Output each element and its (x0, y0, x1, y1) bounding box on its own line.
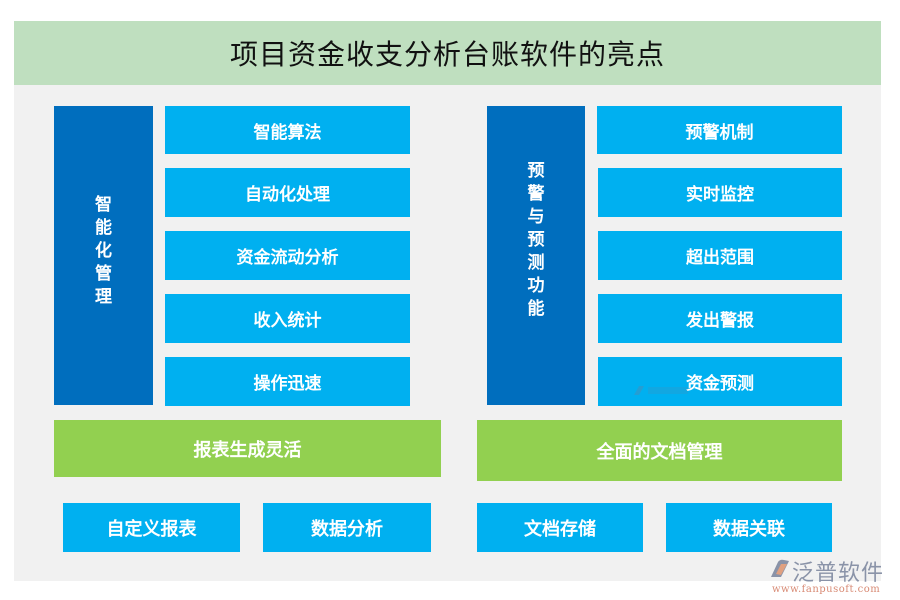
feature-label: 自动化处理 (245, 185, 330, 205)
category-char: 功 (527, 276, 545, 296)
highlight-flexible-reports: 报表生成灵活 (54, 420, 441, 477)
brand-url: www.fanpusoft.com (772, 584, 881, 595)
category-intelligent-management: 智 能 化 管 理 (54, 106, 153, 405)
category-char: 警 (527, 184, 545, 204)
sub-item: 自定义报表 (63, 503, 240, 552)
brand-name: 泛普软件 (792, 561, 885, 586)
category-char: 能 (95, 218, 112, 238)
feature-item: 智能算法 (165, 106, 410, 154)
feature-label: 资金预测 (686, 374, 754, 394)
feature-label: 操作迅速 (253, 374, 322, 394)
feature-label: 资金流动分析 (236, 248, 339, 268)
feature-item: 超出范围 (598, 231, 842, 280)
sub-item-label: 数据分析 (311, 518, 383, 540)
feature-item: 预警机制 (597, 106, 842, 154)
category-char: 化 (95, 241, 112, 261)
sub-item: 数据关联 (666, 503, 832, 552)
category-warning-forecast: 预 警 与 预 测 功 能 (487, 106, 585, 405)
category-char: 智 (95, 195, 112, 215)
sub-item: 文档存储 (477, 503, 643, 552)
brand-logo: 泛普软件 www.fanpusoft.com (770, 555, 895, 600)
feature-label: 智能算法 (253, 122, 322, 143)
category-char: 能 (527, 299, 545, 319)
highlight-label: 全面的文档管理 (596, 441, 723, 463)
feature-item: 自动化处理 (165, 168, 410, 217)
header-banner: 项目资金收支分析台账软件的亮点 (14, 21, 881, 85)
feature-item: 操作迅速 (165, 357, 410, 406)
feature-item: 资金流动分析 (165, 231, 410, 280)
feature-label: 收入统计 (253, 311, 322, 331)
highlight-label: 报表生成灵活 (193, 439, 302, 461)
category-char: 测 (527, 253, 545, 273)
category-char: 理 (95, 287, 112, 307)
highlight-document-management: 全面的文档管理 (477, 420, 842, 481)
sub-item-label: 自定义报表 (106, 518, 197, 540)
category-char: 与 (527, 207, 545, 227)
sub-item-label: 数据关联 (713, 518, 785, 540)
feature-label: 实时监控 (686, 185, 754, 205)
fanpu-logo-icon (771, 559, 789, 577)
page-title: 项目资金收支分析台账软件的亮点 (229, 38, 665, 71)
feature-label: 预警机制 (685, 122, 754, 143)
category-char: 管 (95, 264, 112, 284)
feature-item: 资金预测 (598, 357, 842, 406)
feature-label: 超出范围 (686, 248, 754, 268)
watermark-logo-icon (634, 386, 688, 395)
feature-label: 发出警报 (686, 311, 754, 331)
category-char: 预 (527, 230, 545, 250)
category-char: 预 (527, 161, 545, 181)
sub-item-label: 文档存储 (524, 518, 596, 540)
feature-item: 发出警报 (598, 294, 842, 343)
feature-item: 收入统计 (165, 294, 410, 343)
feature-item: 实时监控 (598, 168, 842, 217)
sub-item: 数据分析 (263, 503, 431, 552)
